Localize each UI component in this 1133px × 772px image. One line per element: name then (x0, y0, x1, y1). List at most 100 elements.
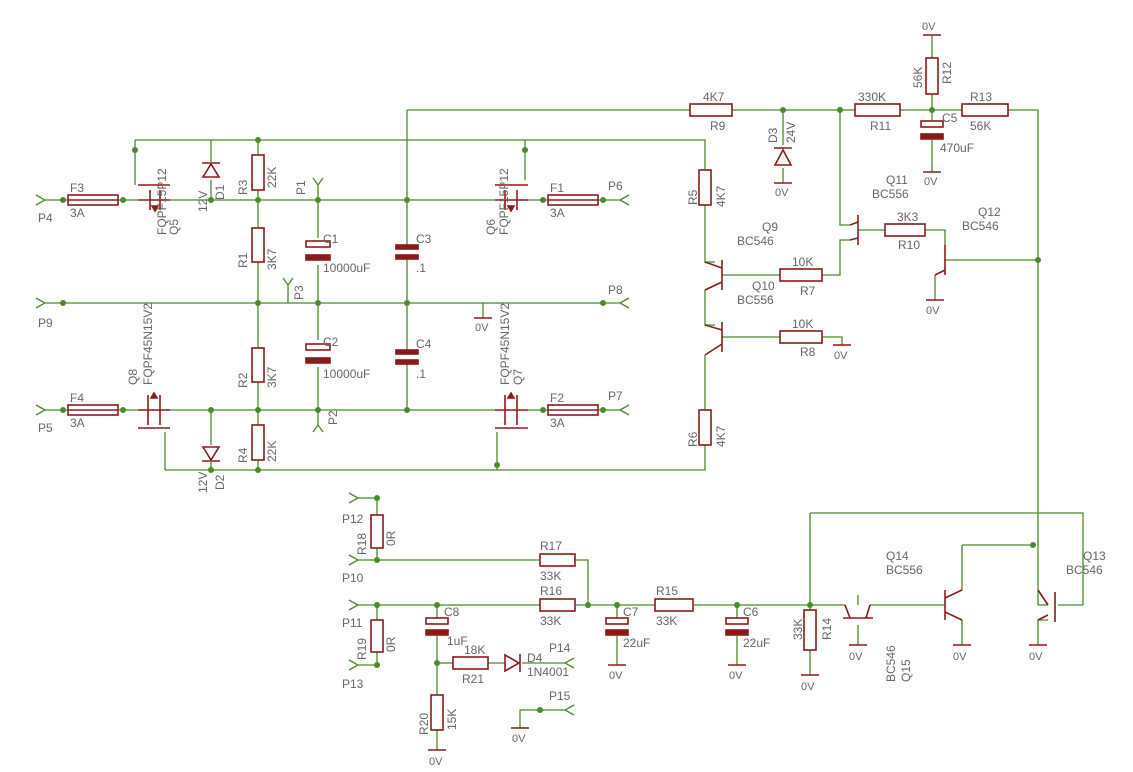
label-q11: Q11 (886, 173, 908, 187)
value-r13: 56K (970, 119, 991, 133)
label-q6: Q6 (484, 219, 498, 235)
value-q9: BC546 (737, 234, 774, 248)
value-f3: 3A (70, 206, 85, 220)
resistor-r16 (539, 598, 576, 612)
value-r2: 3K7 (265, 366, 279, 388)
value-r15: 33K (656, 614, 677, 628)
value-q13: BC546 (1066, 563, 1103, 577)
value-r5: 4K7 (714, 185, 728, 207)
value-r14: 33K (791, 619, 805, 640)
label-f3: F3 (70, 181, 84, 195)
gnd-label: 0V (512, 733, 526, 745)
label-r16: R16 (540, 584, 562, 598)
label-r18: R18 (355, 533, 369, 555)
label-q7: Q7 (511, 369, 525, 385)
label-q9: Q9 (762, 220, 778, 234)
ground-labels: 0V 0V 0V 0V 0V 0V 0V 0V 0V 0V 0V 0V 0V 0… (429, 21, 1043, 768)
value-c1: 10000uF (323, 261, 370, 275)
zener-d3 (773, 147, 793, 166)
value-r7: 10K (792, 255, 813, 269)
value-f4: 3A (70, 416, 85, 430)
value-r8: 10K (792, 317, 813, 331)
resistor-r2 (251, 347, 265, 383)
label-r9: R9 (710, 119, 726, 133)
value-d3: 24V (784, 122, 798, 143)
value-q11: BC556 (872, 187, 909, 201)
resistor-r3 (251, 154, 265, 191)
label-r8: R8 (800, 345, 816, 359)
label-q5: Q5 (167, 219, 181, 235)
label-d2: D2 (213, 474, 227, 490)
resistor-r6 (698, 409, 712, 446)
port-arrows (35, 177, 630, 716)
label-r4: R4 (236, 447, 250, 463)
label-r1: R1 (236, 252, 250, 268)
value-q8: FQPF45N15V2 (141, 303, 155, 385)
label-r12: R12 (940, 62, 954, 84)
label-d4: D4 (527, 651, 543, 665)
label-q14: Q14 (886, 549, 909, 563)
resistor-r21 (452, 656, 489, 670)
zener-d1 (201, 162, 221, 178)
value-q7: FQPF45N15V2 (498, 303, 512, 385)
label-p10: P10 (342, 571, 364, 585)
transistor-q12 (934, 245, 946, 276)
transistor-q14 (944, 589, 963, 621)
mosfet-q8 (138, 391, 170, 429)
transistor-q11 (849, 215, 859, 245)
label-p6: P6 (608, 179, 623, 193)
label-p12: P12 (342, 512, 364, 526)
gnd-label: 0V (922, 21, 936, 33)
label-p15: P15 (549, 689, 571, 703)
value-r16: 33K (540, 614, 561, 628)
transistor-q13 (1037, 589, 1056, 622)
ground-symbols (428, 34, 1047, 751)
value-q5: FQPF15P12 (155, 168, 169, 235)
gnd-label: 0V (926, 305, 940, 317)
label-r17: R17 (540, 539, 562, 553)
mosfet-q7 (495, 391, 528, 429)
value-q6: FQPF15P12 (497, 168, 511, 235)
label-r6: R6 (686, 431, 700, 447)
label-d1: D1 (213, 184, 227, 200)
gnd-label: 0V (924, 176, 938, 188)
resistor-r7 (779, 268, 823, 282)
gnd-label: 0V (729, 670, 743, 682)
capacitor-c3 (395, 244, 419, 260)
transistor-q15 (843, 604, 873, 619)
zener-d2 (201, 446, 221, 462)
value-f2: 3A (550, 416, 565, 430)
label-p11: P11 (342, 616, 363, 630)
resistor-r5 (698, 169, 712, 206)
value-q14: BC556 (886, 563, 923, 577)
fuse-f1 (547, 194, 599, 206)
value-r4: 22K (265, 441, 279, 462)
value-r20: 15K (445, 709, 459, 730)
label-q13: Q13 (1083, 549, 1106, 563)
mosfet-q6 (495, 184, 528, 213)
label-r13: R13 (970, 90, 992, 104)
capacitor-c8 (425, 617, 449, 636)
label-r15: R15 (656, 584, 678, 598)
value-r1: 3K7 (265, 248, 279, 270)
value-r19: 0R (384, 636, 398, 652)
label-r7: R7 (800, 284, 816, 298)
resistor-r14 (803, 609, 817, 651)
capacitor-c5 (920, 120, 944, 140)
label-f4: F4 (70, 391, 84, 405)
transistor-q9 (704, 260, 723, 291)
gnd-label: 0V (849, 651, 863, 663)
value-r21: 18K (464, 643, 485, 657)
label-p4: P4 (38, 211, 53, 225)
value-q12: BC546 (962, 219, 999, 233)
label-c3: C3 (416, 232, 432, 246)
resistor-r13 (961, 103, 1009, 117)
label-r11: R11 (870, 119, 891, 133)
gnd-label: 0V (475, 322, 489, 334)
value-c7: 22uF (623, 636, 650, 650)
transistor-q10 (704, 322, 723, 356)
resistor-r18 (370, 514, 384, 549)
value-r11: 330K (858, 90, 886, 104)
label-c4: C4 (416, 337, 432, 351)
label-r2: R2 (236, 372, 250, 388)
